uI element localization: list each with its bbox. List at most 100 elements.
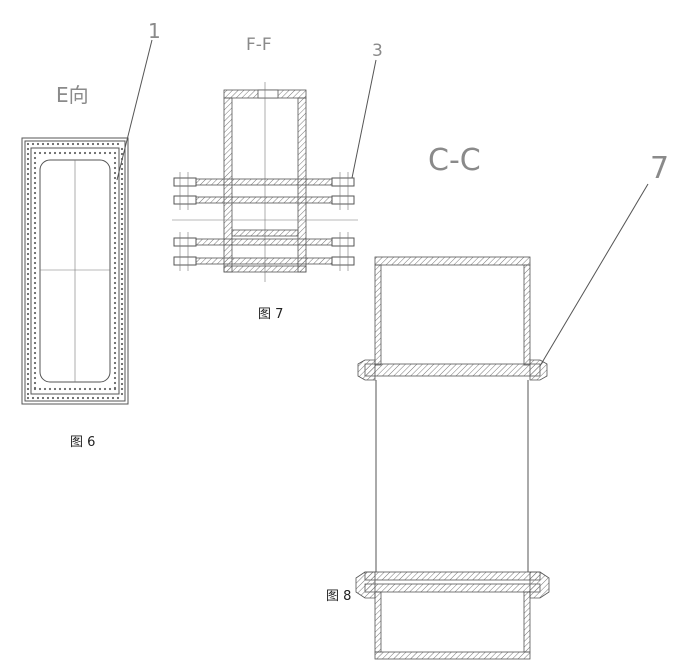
fig6-bolt-hole [26,327,30,331]
fig6-bolt-hole [33,176,37,180]
fig8-upper-right-wall [523,264,531,366]
fig6-bolt-hole [26,152,30,156]
fig6-bolt-hole [113,386,117,390]
fig6-bolt-hole [26,292,30,296]
fig6-bolt-hole [46,142,50,146]
fig6-bolt-hole [113,296,117,300]
fig6-bolt-hole [68,387,72,391]
fig6-bolt-hole [113,266,117,270]
fig6-bolt-hole [120,282,124,286]
fig6-bolt-hole [113,221,117,225]
fig6-bolt-hole [113,176,117,180]
fig6-bolt-hole [113,196,117,200]
fig6-bolt-hole [71,396,75,400]
fig6-bolt-hole [120,252,124,256]
fig6-bolt-hole [113,341,117,345]
fig6-leader-line [116,39,153,181]
fig6-bolt-hole [26,202,30,206]
fig6-bolt-hole [113,231,117,235]
fig6-bolt-hole [33,196,37,200]
fig6-bolt-hole [33,241,37,245]
fig6-leader-number: 1 [148,19,161,43]
fig6-bolt-hole [108,151,112,155]
fig6-bolt-hole [113,191,117,195]
fig6-bolt-hole [33,316,37,320]
fig8-upper-flange [364,363,541,377]
fig6-bolt-hole [33,336,37,340]
fig6-bolt-hole [26,187,30,191]
fig6-bolt-hole [106,142,110,146]
fig6-bolt-hole [101,142,105,146]
fig6-bolt-hole [26,322,30,326]
fig6-bolt-hole [26,347,30,351]
fig6-bolt-hole [120,382,124,386]
fig6-bolt-hole [120,177,124,181]
fig6-bolt-hole [26,142,30,146]
fig6-bolt-hole [83,387,87,391]
fig6-bolt-hole [98,387,102,391]
fig6-bolt-hole [26,157,30,161]
fig6-bolt-hole [120,152,124,156]
fig6-bolt-hole [120,272,124,276]
fig6-bolt-hole [120,192,124,196]
fig6-bolt-hole [101,396,105,400]
fig6-bolt-hole [26,162,30,166]
fig6-bolt-hole [113,216,117,220]
fig6-rectangular-frame [21,137,129,405]
fig6-bolt-hole [120,212,124,216]
fig6-bolt-hole [26,342,30,346]
fig6-bolt-hole [113,236,117,240]
fig6-bolt-hole [113,371,117,375]
fig6-bolt-hole [33,181,37,185]
fig6-bolt-hole [120,227,124,231]
fig6-bolt-hole [113,381,117,385]
figure-8: C-C 7 图 8 [326,143,669,660]
fig6-bolt-hole [33,166,37,170]
fig6-bolt-hole [120,342,124,346]
fig6-caption: 图 6 [70,435,95,450]
fig6-bolt-hole [36,142,40,146]
fig6-bolt-hole [96,142,100,146]
fig6-bolt-hole [71,142,75,146]
fig6-bolt-hole [26,277,30,281]
fig6-bolt-hole [26,272,30,276]
fig6-bolt-hole [26,217,30,221]
fig6-bolt-hole [61,142,65,146]
fig7-lower-flange-2 [195,257,333,265]
fig6-bolt-hole [73,151,77,155]
fig6-bolt-hole [33,286,37,290]
fig6-bolt-hole [113,186,117,190]
fig6-bolt-hole [68,151,72,155]
fig6-bolt-hole [120,217,124,221]
fig8-leader-number: 7 [650,151,669,186]
fig6-bolt-hole [33,266,37,270]
fig6-bolt-hole [120,222,124,226]
fig6-bolt-hole [86,396,90,400]
fig6-bolt-hole [120,202,124,206]
fig8-lower-flange-1 [364,571,541,581]
fig6-bolt-hole [26,332,30,336]
fig6-bolt-hole [96,396,100,400]
fig8-bottom-plate [374,651,531,660]
fig6-bolt-hole [33,371,37,375]
fig6-bolt-hole [36,396,40,400]
fig6-bolt-hole [113,251,117,255]
fig6-bolt-hole [113,331,117,335]
fig7-right-bolts [331,172,355,271]
fig6-bolt-hole [113,336,117,340]
fig7-leader-line [351,59,377,179]
fig6-bolt-hole [26,352,30,356]
fig6-bolt-hole [33,386,37,390]
fig6-bolt-hole [120,297,124,301]
fig6-bolt-hole [120,327,124,331]
fig7-upper-flange-2 [195,196,333,204]
fig7-caption: 图 7 [258,307,283,322]
fig6-bolt-hole [26,257,30,261]
fig6-bolt-hole [33,326,37,330]
fig6-bolt-hole [33,311,37,315]
fig6-bolt-hole [26,232,30,236]
fig6-bolt-hole [33,156,37,160]
fig6-bolt-hole [26,317,30,321]
fig6-bolt-hole [93,387,97,391]
fig6-bolt-hole [120,287,124,291]
